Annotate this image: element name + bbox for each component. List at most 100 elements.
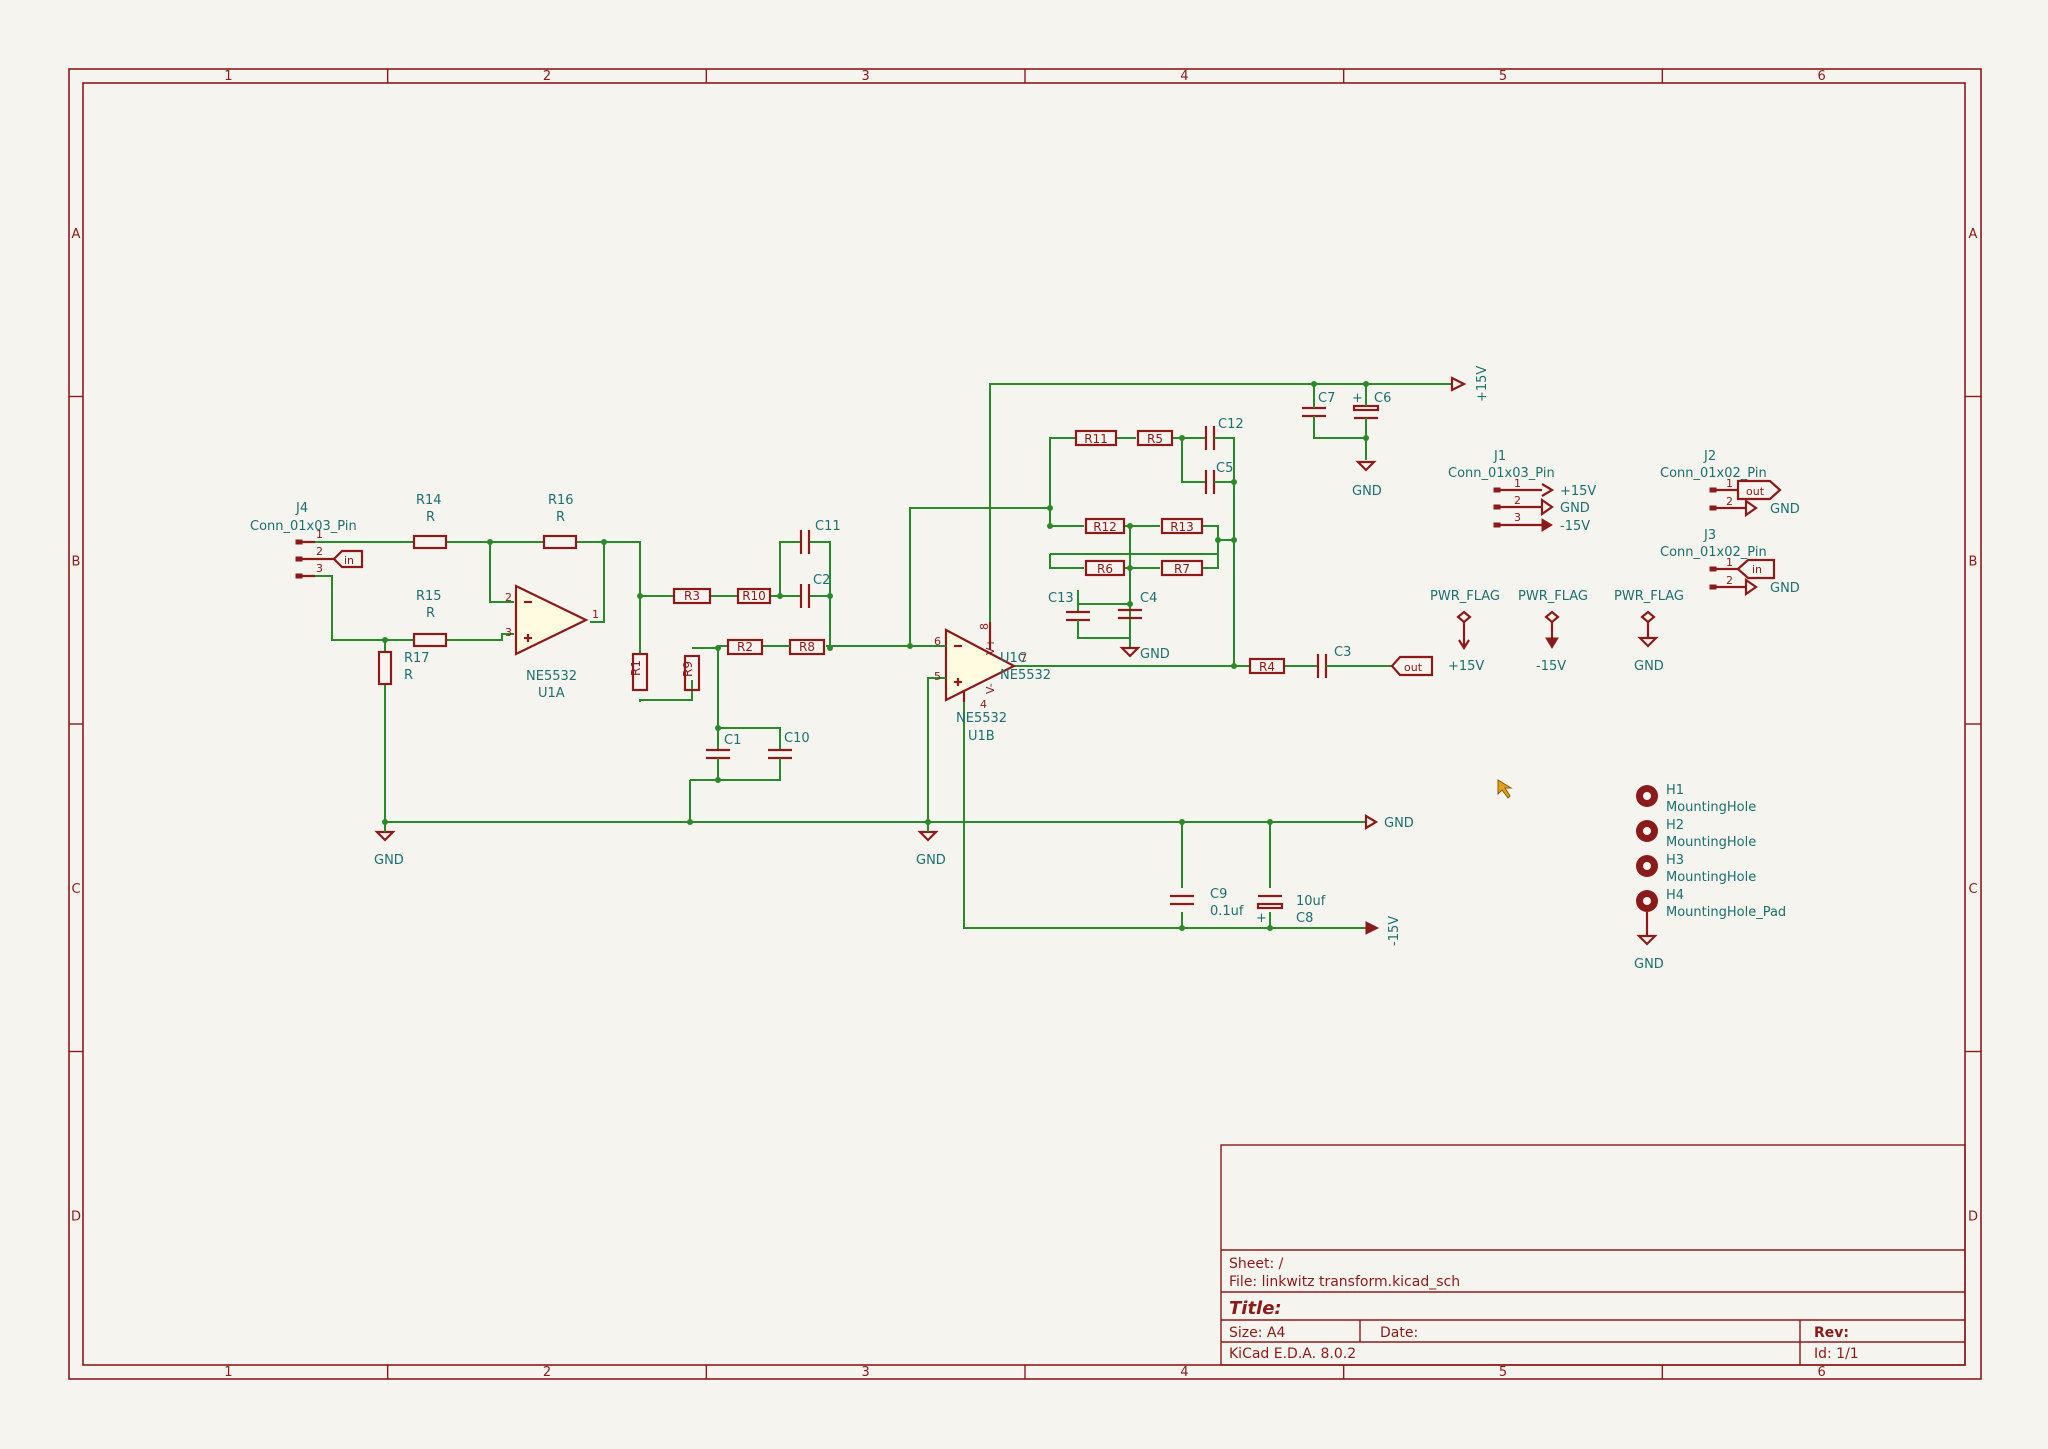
tb-tool: KiCad E.D.A. 8.0.2 [1229, 1346, 1356, 1362]
pwr-flag-pos-label: PWR_FLAG [1430, 589, 1500, 604]
capacitor-c4[interactable]: C4 [1118, 591, 1157, 620]
h4-gnd-label: GND [1634, 957, 1664, 972]
capacitor-c5[interactable]: C5 [1198, 461, 1233, 494]
r16-value: R [556, 510, 565, 525]
connector-j2[interactable]: J2 Conn_01x02_Pin 1 2 out GND [1660, 449, 1800, 518]
zone-row-left-C: C [71, 882, 80, 897]
c10-ref: C10 [784, 731, 810, 746]
mounting-hole-h1[interactable]: H1 MountingHole [1636, 783, 1756, 815]
capacitor-c9[interactable]: C9 0.1uf [1170, 887, 1244, 919]
capacitor-c8[interactable]: + 10uf C8 [1256, 894, 1326, 926]
mounting-hole-h3[interactable]: H3 MountingHole [1636, 853, 1756, 885]
c13-ref: C13 [1048, 591, 1074, 606]
opamp-u1a[interactable]: 2 3 1 NE5532 U1A [505, 584, 599, 701]
resistor-r12[interactable]: R12 [1084, 517, 1126, 535]
u1c-value: NE5532 [1000, 668, 1051, 683]
resistor-r17[interactable]: R17 R [377, 650, 430, 686]
wires [315, 383, 1452, 929]
c2-ref: C2 [813, 573, 830, 588]
r14-ref: R14 [416, 493, 442, 508]
capacitor-c11[interactable]: C11 [792, 519, 841, 554]
out-global-label[interactable]: out [1390, 655, 1434, 677]
zone-row-left-B: B [72, 554, 81, 569]
capacitor-c10[interactable]: C10 [768, 731, 810, 768]
j1-ref: J1 [1493, 449, 1506, 464]
mounting-hole-h4[interactable]: H4 MountingHole_Pad GND [1634, 888, 1786, 972]
r15-ref: R15 [416, 589, 442, 604]
pwr-flag-neg-label: PWR_FLAG [1518, 589, 1588, 604]
j2-net-2: GND [1770, 502, 1800, 517]
zone-row-right-A: A [1969, 227, 1978, 242]
connector-j4[interactable]: J4 Conn_01x03_Pin 1 2 3 in [250, 501, 364, 579]
j3-net-2: GND [1770, 581, 1800, 596]
pwr-flag-pos[interactable]: PWR_FLAG +15V [1430, 589, 1500, 674]
resistor-r5[interactable]: R5 [1136, 429, 1174, 447]
resistor-r2[interactable]: R2 [726, 638, 764, 656]
opamp-u1b[interactable]: 6 5 7 8 4 NE5532 U1B [934, 622, 1027, 744]
capacitor-c1[interactable]: C1 [706, 733, 741, 768]
c8-plus: + [1256, 911, 1267, 926]
resistor-r1[interactable]: R1 [629, 652, 649, 692]
resistor-r6[interactable]: R6 [1084, 559, 1126, 577]
connector-j1[interactable]: J1 Conn_01x03_Pin 1 2 3 +15V GND -15V [1448, 449, 1596, 534]
h1-value: MountingHole [1666, 800, 1756, 815]
capacitor-c6[interactable]: + C6 [1352, 391, 1391, 424]
r14-value: R [426, 510, 435, 525]
c3-ref: C3 [1334, 645, 1351, 660]
r10-ref: R10 [742, 589, 766, 603]
c9-ref: C9 [1210, 887, 1227, 902]
zone-col-bottom-6: 6 [1818, 1365, 1826, 1380]
u1a-pin-1: 1 [592, 608, 599, 621]
c5-ref: C5 [1216, 461, 1233, 476]
j1-net-3: -15V [1560, 519, 1590, 534]
r1-ref: R1 [629, 660, 643, 676]
j3-net-1: in [1752, 563, 1762, 576]
zone-row-right-B: B [1969, 554, 1978, 569]
r17-value: R [404, 668, 413, 683]
neg-supply-arrow: -15V [1365, 916, 1402, 946]
capacitor-c13[interactable]: C13 [1048, 591, 1090, 624]
capacitor-c2[interactable]: C2 [792, 573, 830, 608]
r16-ref: R16 [548, 493, 574, 508]
resistor-r14[interactable]: R14 R [412, 493, 448, 550]
connector-j3[interactable]: J3 Conn_01x02_Pin 1 2 in GND [1660, 528, 1800, 597]
j1-net-2: GND [1560, 501, 1590, 516]
title-block: Sheet: / File: linkwitz transform.kicad_… [1220, 1144, 1966, 1366]
resistor-r9[interactable]: R9 [681, 654, 701, 692]
j1-value: Conn_01x03_Pin [1448, 466, 1555, 481]
resistor-r15[interactable]: R15 R [412, 589, 448, 648]
pwr-flag-neg[interactable]: PWR_FLAG -15V [1518, 589, 1588, 674]
tb-sheet: Sheet: / [1229, 1256, 1284, 1272]
r12-ref: R12 [1093, 520, 1117, 534]
capacitor-c3[interactable]: C3 [1310, 645, 1351, 678]
zone-col-top-4: 4 [1180, 69, 1188, 84]
drawing-frame [68, 68, 1982, 1380]
pwr-flag-pos-net: +15V [1448, 659, 1484, 674]
h1-ref: H1 [1666, 783, 1684, 798]
resistor-r3[interactable]: R3 [672, 587, 712, 605]
opamp-u1c[interactable]: U1C NE5532 V+ V- [984, 638, 1051, 694]
resistor-r13[interactable]: R13 [1160, 517, 1204, 535]
resistor-r10[interactable]: R10 [736, 587, 772, 605]
pwr-flag-neg-net: -15V [1536, 659, 1566, 674]
c7-ref: C7 [1318, 391, 1335, 406]
j3-value: Conn_01x02_Pin [1660, 545, 1767, 560]
resistor-r7[interactable]: R7 [1160, 559, 1204, 577]
zone-col-bottom-1: 1 [224, 1365, 232, 1380]
resistor-r11[interactable]: R11 [1074, 429, 1118, 447]
capacitor-c7[interactable]: C7 [1302, 391, 1335, 424]
c6-plus: + [1352, 391, 1363, 406]
capacitor-c12[interactable]: C12 [1198, 417, 1244, 450]
zone-col-bottom-4: 4 [1180, 1365, 1188, 1380]
u1a-value: NE5532 [526, 669, 577, 684]
resistor-r16[interactable]: R16 R [542, 493, 578, 550]
pwr-flag-gnd[interactable]: PWR_FLAG GND [1614, 589, 1684, 674]
mounting-hole-h2[interactable]: H2 MountingHole [1636, 818, 1756, 850]
zone-col-top-6: 6 [1818, 69, 1826, 84]
c1-ref: C1 [724, 733, 741, 748]
tb-size: Size: A4 [1229, 1325, 1285, 1341]
gnd-label-supply: GND [1352, 484, 1382, 499]
resistor-r8[interactable]: R8 [788, 638, 826, 656]
resistor-r4[interactable]: R4 [1248, 657, 1286, 675]
